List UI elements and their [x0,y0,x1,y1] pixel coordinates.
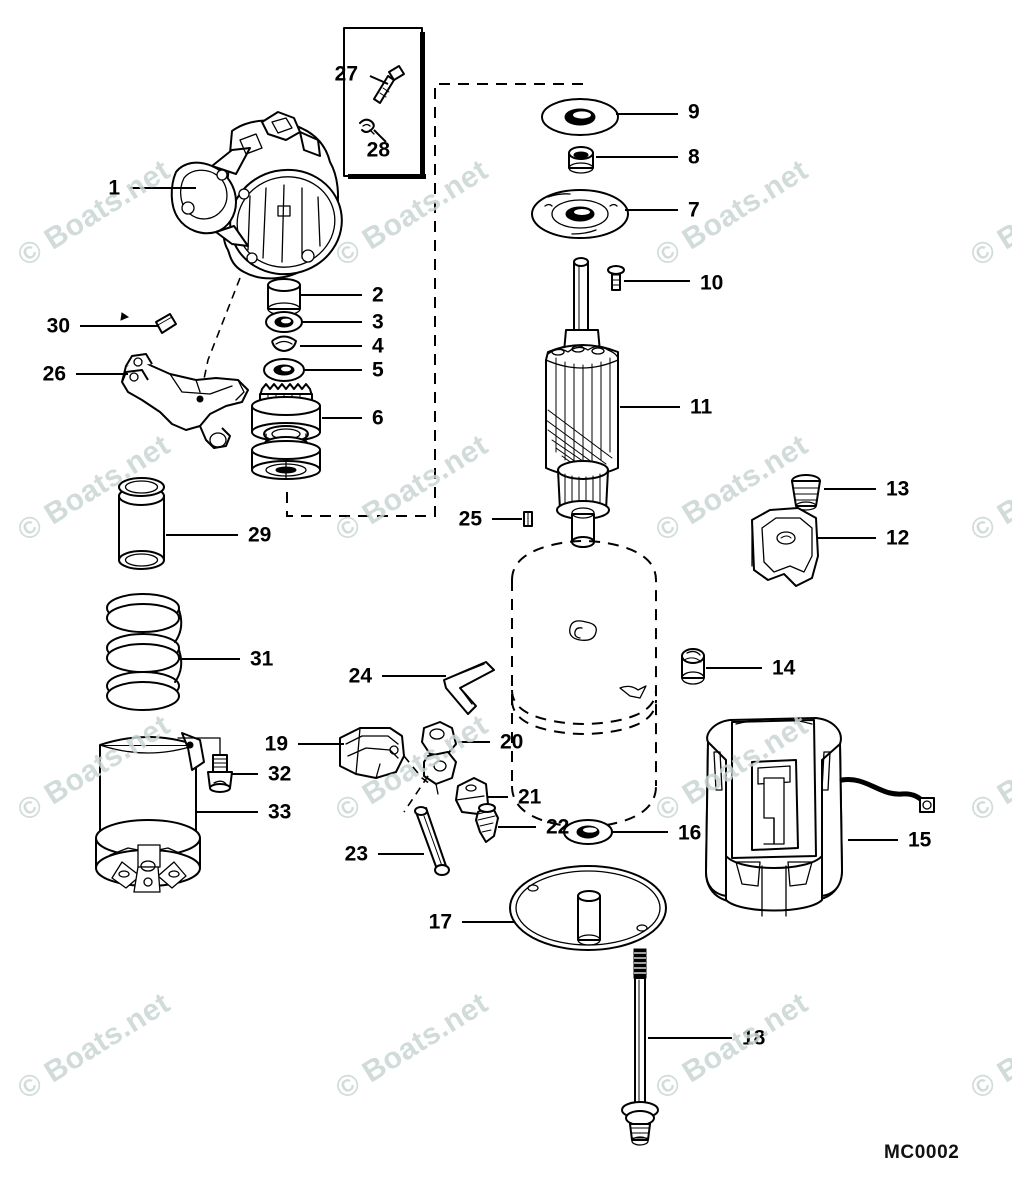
callout-field-frame-screw[interactable]: 32 [268,762,292,786]
return-spring [106,593,183,711]
shift-lever-bracket [339,727,431,785]
callout-terminal-cover[interactable]: 12 [886,526,910,550]
callout-thrust-washer-upper[interactable]: 3 [372,310,384,334]
callout-through-bolt[interactable]: 18 [742,1026,766,1050]
callout-lever-pad[interactable]: 21 [518,785,542,809]
callout-drive-end-bushing[interactable]: 29 [248,523,272,547]
thrust-washer-large [541,98,619,136]
thrust-washer-lower [263,358,305,382]
callout-thrust-washer-lower[interactable]: 5 [372,358,384,382]
brush-holder-assembly [705,717,935,917]
cover-screw [791,474,821,511]
callout-shift-lever-bracket[interactable]: 19 [264,732,288,756]
shift-fork-lever [121,353,249,449]
terminal-insulator-plug [681,648,705,685]
callout-cover-screw[interactable]: 13 [886,477,910,501]
motor-frame-phantom [511,540,657,828]
callout-shift-lever-link[interactable]: 20 [500,730,524,754]
callout-inset-bolt[interactable]: 27 [334,62,358,86]
callout-lever-pin[interactable]: 30 [46,314,70,338]
callout-drive-bushing-sleeve[interactable]: 2 [372,283,384,307]
self-tapping-screw [475,803,499,843]
callout-thrust-washer-large[interactable]: 9 [688,100,700,124]
drive-end-bushing [118,477,165,570]
end-cap-plate [531,189,629,239]
callout-return-spring[interactable]: 31 [250,647,274,671]
callout-woodruff-key[interactable]: 25 [458,507,482,531]
plate-code: MC0002 [884,1142,960,1163]
assembly-dashed-path [286,83,583,517]
callout-armature[interactable]: 11 [690,395,713,419]
inset-detail-box [343,27,426,179]
callout-starter-drive-housing[interactable]: 1 [108,176,120,200]
bent-retainer-clip [443,661,495,715]
lever-pin [120,312,177,334]
callout-bent-retainer-clip[interactable]: 24 [348,664,372,688]
callout-washer-small[interactable]: 16 [678,821,702,845]
callout-commutator-end-plate[interactable]: 17 [428,910,452,934]
commutator-end-plate [509,865,667,951]
callout-self-tapping-screw[interactable]: 22 [546,815,570,839]
callout-retaining-ring[interactable]: 4 [372,334,384,358]
inset-bolt-icon [373,65,405,104]
callout-end-cap-screw[interactable]: 10 [700,271,724,295]
callout-drive-pinion-assembly[interactable]: 6 [372,406,384,430]
through-bolt [621,948,659,1146]
callout-terminal-insulator-plug[interactable]: 14 [772,656,796,680]
retaining-ring [271,335,297,352]
callout-end-cap-plate[interactable]: 7 [688,198,700,222]
woodruff-key [523,511,533,527]
pivot-pin [414,806,450,876]
callout-field-frame-assembly[interactable]: 33 [268,800,292,824]
callout-inset-clip[interactable]: 28 [366,138,390,162]
washer-small [563,819,613,845]
starter-drive-housing [170,111,343,399]
callout-leader-lines [76,75,898,1039]
callout-shift-fork-lever[interactable]: 26 [42,362,66,386]
field-frame-screw [177,737,233,793]
armature [545,257,619,548]
terminal-cover [751,507,819,587]
drive-pinion-assembly [251,383,321,480]
drive-bushing-sleeve [267,278,301,316]
field-frame-assembly [95,732,205,893]
end-cap-screw [607,265,625,291]
thrust-washer-upper [265,311,303,333]
callout-shaft-bushing[interactable]: 8 [688,145,700,169]
callout-pivot-pin[interactable]: 23 [344,842,368,866]
callout-brush-holder-assembly[interactable]: 15 [908,828,932,852]
inset-clip-icon [359,118,375,135]
shift-lever-link [403,721,457,813]
shaft-bushing [568,146,594,174]
